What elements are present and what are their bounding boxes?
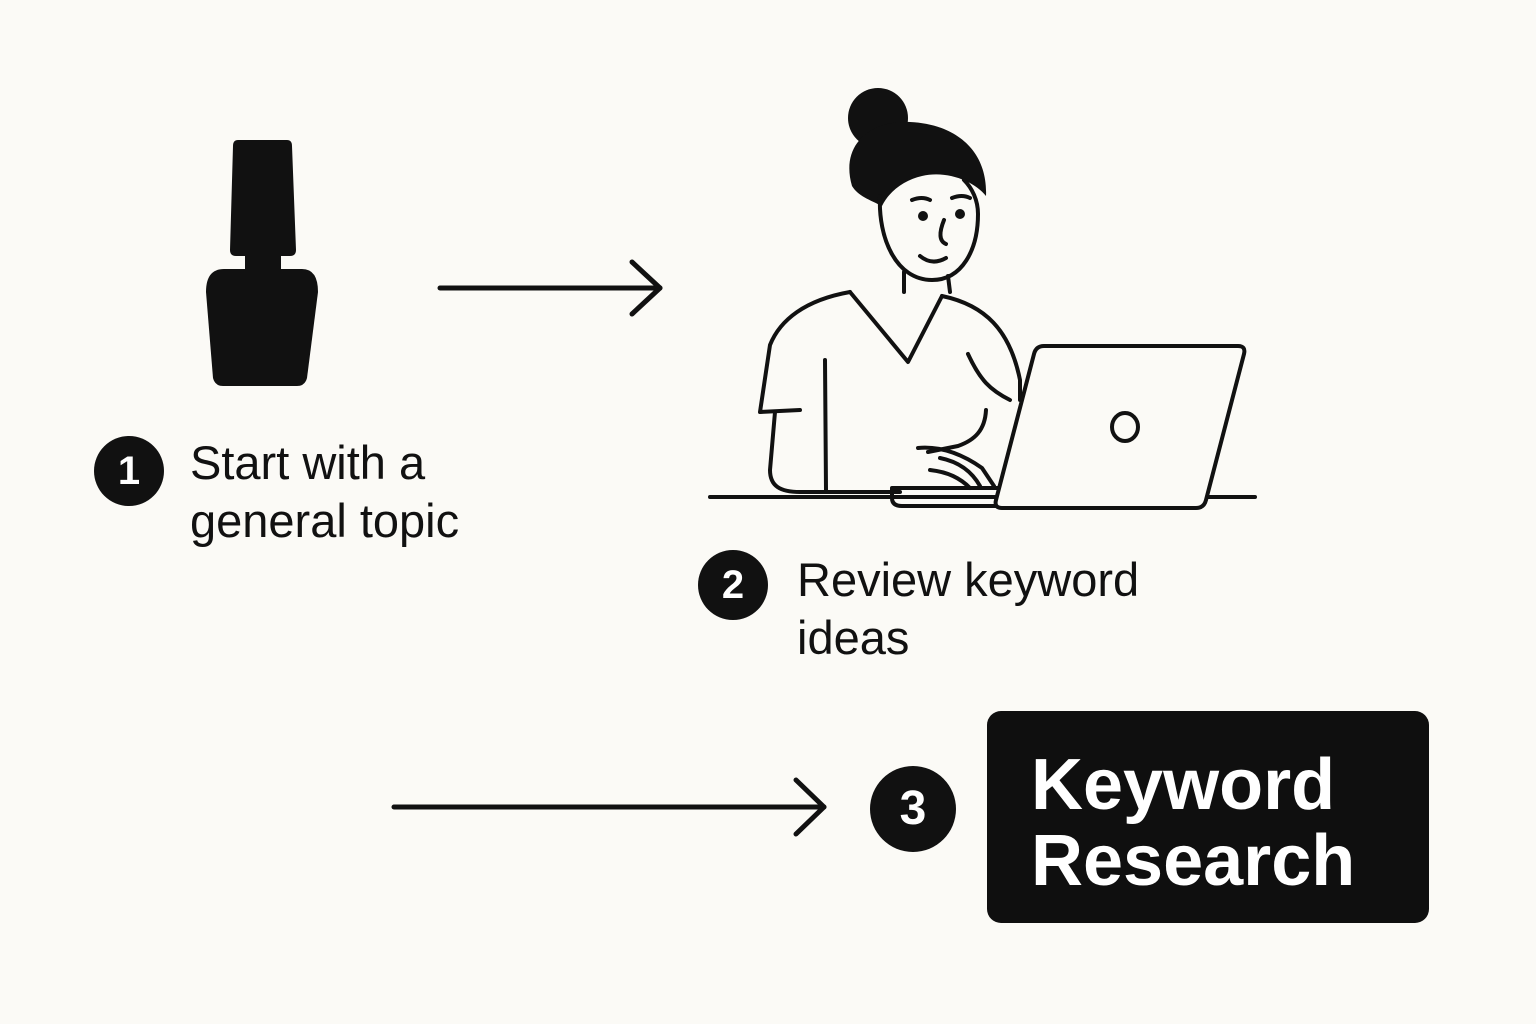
step-3-badge: 3 [870, 766, 956, 852]
woman-with-laptop-illustration [708, 88, 1257, 510]
nail-polish-bottle-icon [206, 140, 318, 386]
face [877, 178, 980, 282]
step-2-label: Review keyword ideas [797, 551, 1139, 667]
step-2-badge: 2 [698, 550, 768, 620]
step-1-badge: 1 [94, 436, 164, 506]
laptop [993, 344, 1247, 510]
laptop-logo [1110, 411, 1140, 443]
arrow-right-icon [437, 259, 663, 317]
result-line-1: Keyword [1031, 745, 1336, 825]
arrow-right-icon [391, 777, 827, 837]
step-2-label-line-2: ideas [797, 611, 910, 664]
result-line-2: Research [1031, 821, 1356, 901]
keyword-research-box: Keyword Research [987, 711, 1429, 923]
step-2-label-line-1: Review keyword [797, 553, 1140, 606]
hair [849, 121, 987, 206]
step-1-label: Start with a general topic [190, 434, 459, 550]
step-1-label-line-1: Start with a [190, 436, 426, 489]
step-1-label-line-2: general topic [190, 494, 460, 547]
